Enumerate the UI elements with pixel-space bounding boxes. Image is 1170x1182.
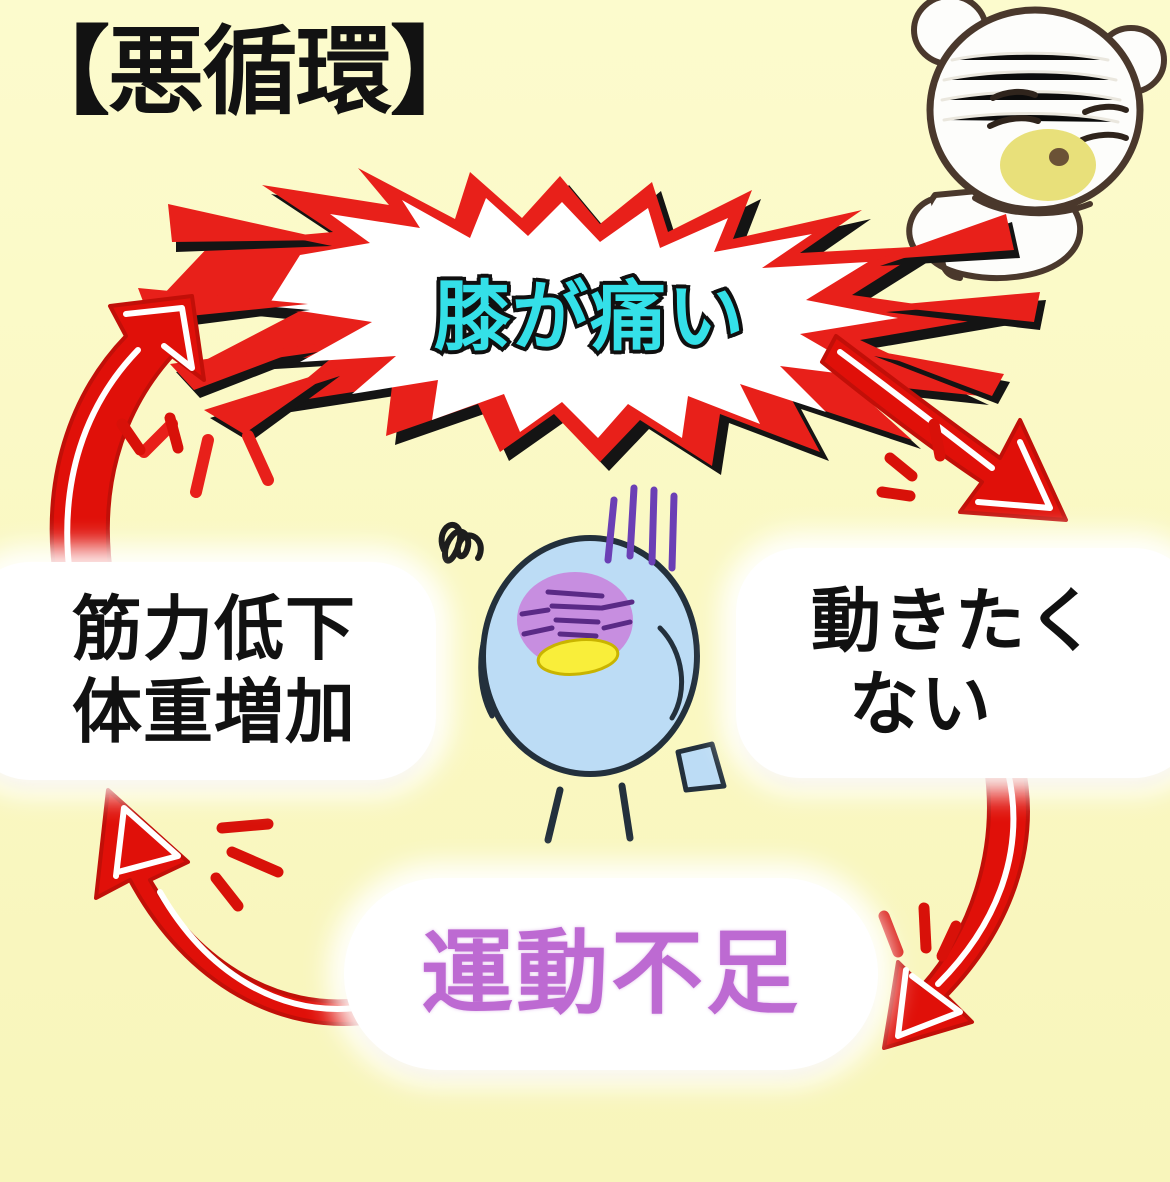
arrow-right-down (820, 334, 1068, 522)
arrow-bottom-left-up (94, 788, 374, 1027)
node-right-line-1: 動きたく (811, 580, 1099, 663)
blue-bird-mascot (438, 484, 727, 844)
arrow-bottom-right-down (878, 758, 1030, 1050)
node-bottom-line-1: 運動不足 (420, 919, 801, 1027)
node-box-lack-of-exercise[interactable]: 運動不足 (344, 878, 878, 1070)
page-title: 【悪循環】 (14, 16, 486, 128)
node-right-line-2: ない (849, 663, 993, 745)
white-bear-mascot (906, 0, 1167, 281)
node-box-muscle-weakness[interactable]: 筋力低下 体重増加 (0, 562, 436, 780)
node-left-line-1: 筋力低下 (72, 588, 356, 671)
node-box-dont-want-to-move[interactable]: 動きたく ない (736, 548, 1170, 778)
gloom-squiggle-mark (438, 521, 484, 564)
arrow-left-up (49, 294, 206, 586)
node-left-line-2: 体重増加 (72, 671, 356, 753)
burst-label: 膝が痛い (431, 269, 748, 365)
